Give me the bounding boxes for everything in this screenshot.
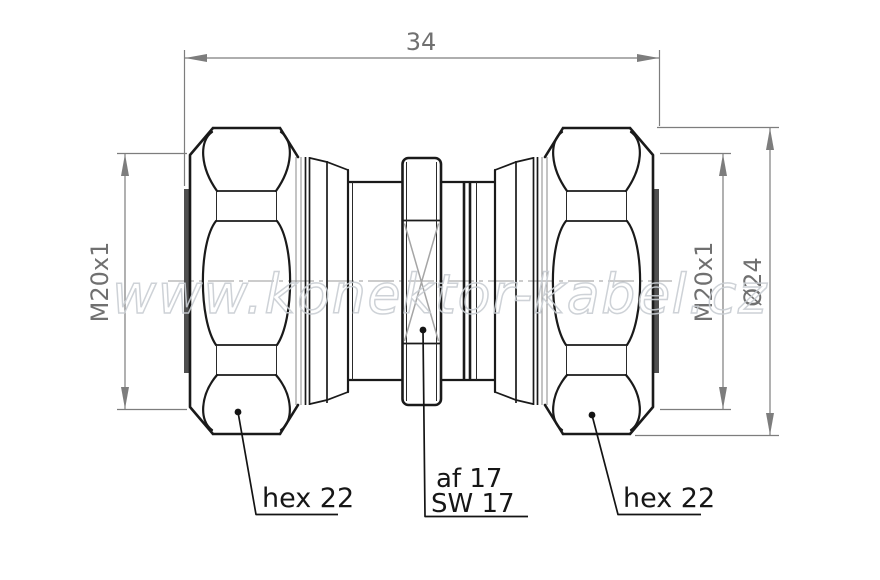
arrowhead-left — [185, 54, 207, 62]
cone-taper-right — [494, 157, 534, 405]
edge-line — [216, 191, 277, 221]
edge-line — [295, 157, 302, 405]
dimension-overall-length: 34 — [183, 28, 661, 186]
hex-upper-arcs — [552, 130, 641, 193]
extension-lines — [183, 50, 661, 186]
arrowhead-bottom — [121, 387, 129, 409]
arrowhead-top — [719, 154, 727, 176]
dimension-thread-left: M20x1 — [86, 152, 187, 411]
cylinder-right — [439, 180, 496, 382]
callout-center-flats: af 17 SW 17 — [419, 326, 528, 519]
dimension-thread-left-value: M20x1 — [86, 242, 114, 323]
center-hex-bands — [403, 219, 441, 345]
hex-band-bottom — [216, 344, 277, 376]
callout-hex-right: hex 22 — [588, 411, 715, 516]
callout-hex-left: hex 22 — [234, 408, 354, 516]
arrowhead-top — [121, 154, 129, 176]
extension-lines — [660, 152, 731, 411]
washer-face-right — [515, 157, 539, 405]
extension-lines — [117, 152, 187, 411]
callout-af-label: af 17 — [436, 464, 502, 494]
edge-line — [566, 191, 627, 221]
hex-lower-arcs — [202, 373, 291, 432]
hex-barrel-arcs — [551, 219, 642, 347]
leader-line — [591, 414, 701, 516]
hex-outline-left — [188, 126, 300, 436]
callout-hex-left-label: hex 22 — [262, 483, 354, 514]
hex-upper-arcs — [202, 130, 291, 193]
hex-lower-arcs — [552, 373, 641, 432]
center-hex-body — [401, 156, 443, 407]
cone-taper-left — [309, 157, 349, 405]
edge-line — [216, 345, 277, 375]
edge-line — [541, 157, 548, 405]
hex-band-bottom — [566, 344, 627, 376]
extension-lines — [635, 126, 779, 437]
center-hex — [401, 156, 443, 407]
dimension-length-value: 34 — [406, 28, 437, 56]
arrowhead-right — [637, 54, 659, 62]
knurl-cross — [403, 223, 440, 342]
cylinder-left — [347, 180, 404, 382]
leader-line — [237, 411, 338, 516]
left-connector — [184, 126, 404, 436]
dimension-thread-right: M20x1 — [660, 152, 731, 411]
dimension-thread-right-value: M20x1 — [690, 242, 718, 323]
dimension-outer-diameter: Ø24 — [635, 126, 779, 437]
dimension-diameter-value: Ø24 — [739, 257, 767, 306]
hex-band-top — [216, 190, 277, 222]
arrowhead-bottom — [719, 387, 727, 409]
arrowhead-top — [766, 128, 774, 150]
right-cylinder — [439, 180, 496, 382]
callout-hex-right-label: hex 22 — [623, 483, 715, 514]
callout-sw-label: SW 17 — [431, 489, 515, 519]
hex-band-top — [566, 190, 627, 222]
edge-line — [406, 162, 437, 401]
washer-face-left — [304, 157, 328, 405]
hex-barrel-arcs — [201, 219, 292, 347]
watermark-text: www.konektor-kabel.cz — [112, 263, 768, 326]
edge-line — [566, 345, 627, 375]
leader-line — [422, 329, 528, 518]
arrowhead-bottom — [766, 413, 774, 435]
